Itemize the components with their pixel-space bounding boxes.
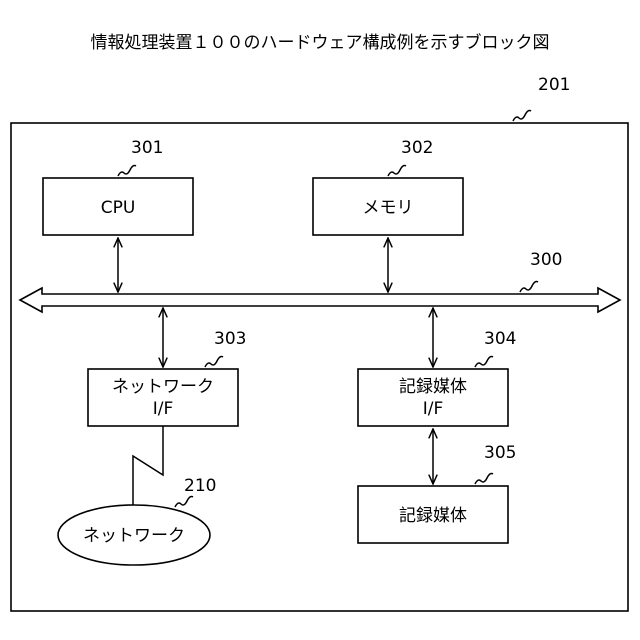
media-if-label-line1: 記録媒体 (399, 377, 467, 397)
memory-label: メモリ (363, 198, 414, 218)
network-if-label-line2: I/F (153, 399, 174, 419)
media-label: 記録媒体 (399, 506, 467, 526)
system-ref-label: 201 (538, 75, 570, 95)
network-ref-label: 210 (184, 476, 216, 496)
diagram-title: 情報処理装置１００のハードウェア構成例を示すブロック図 (91, 32, 550, 53)
cpu-label: CPU (101, 198, 136, 218)
media-if-label-line2: I/F (423, 399, 444, 419)
media-if-ref-label: 304 (484, 329, 516, 349)
network-if-ref-label: 303 (214, 329, 246, 349)
memory-ref-label: 302 (401, 138, 433, 158)
cpu-ref-label: 301 (131, 138, 163, 158)
media-ref-label: 305 (484, 443, 516, 463)
network-if-label-line1: ネットワーク (112, 377, 214, 397)
bus-ref-label: 300 (530, 250, 562, 270)
network-label: ネットワーク (83, 526, 185, 546)
system-ref-leader (513, 111, 531, 122)
